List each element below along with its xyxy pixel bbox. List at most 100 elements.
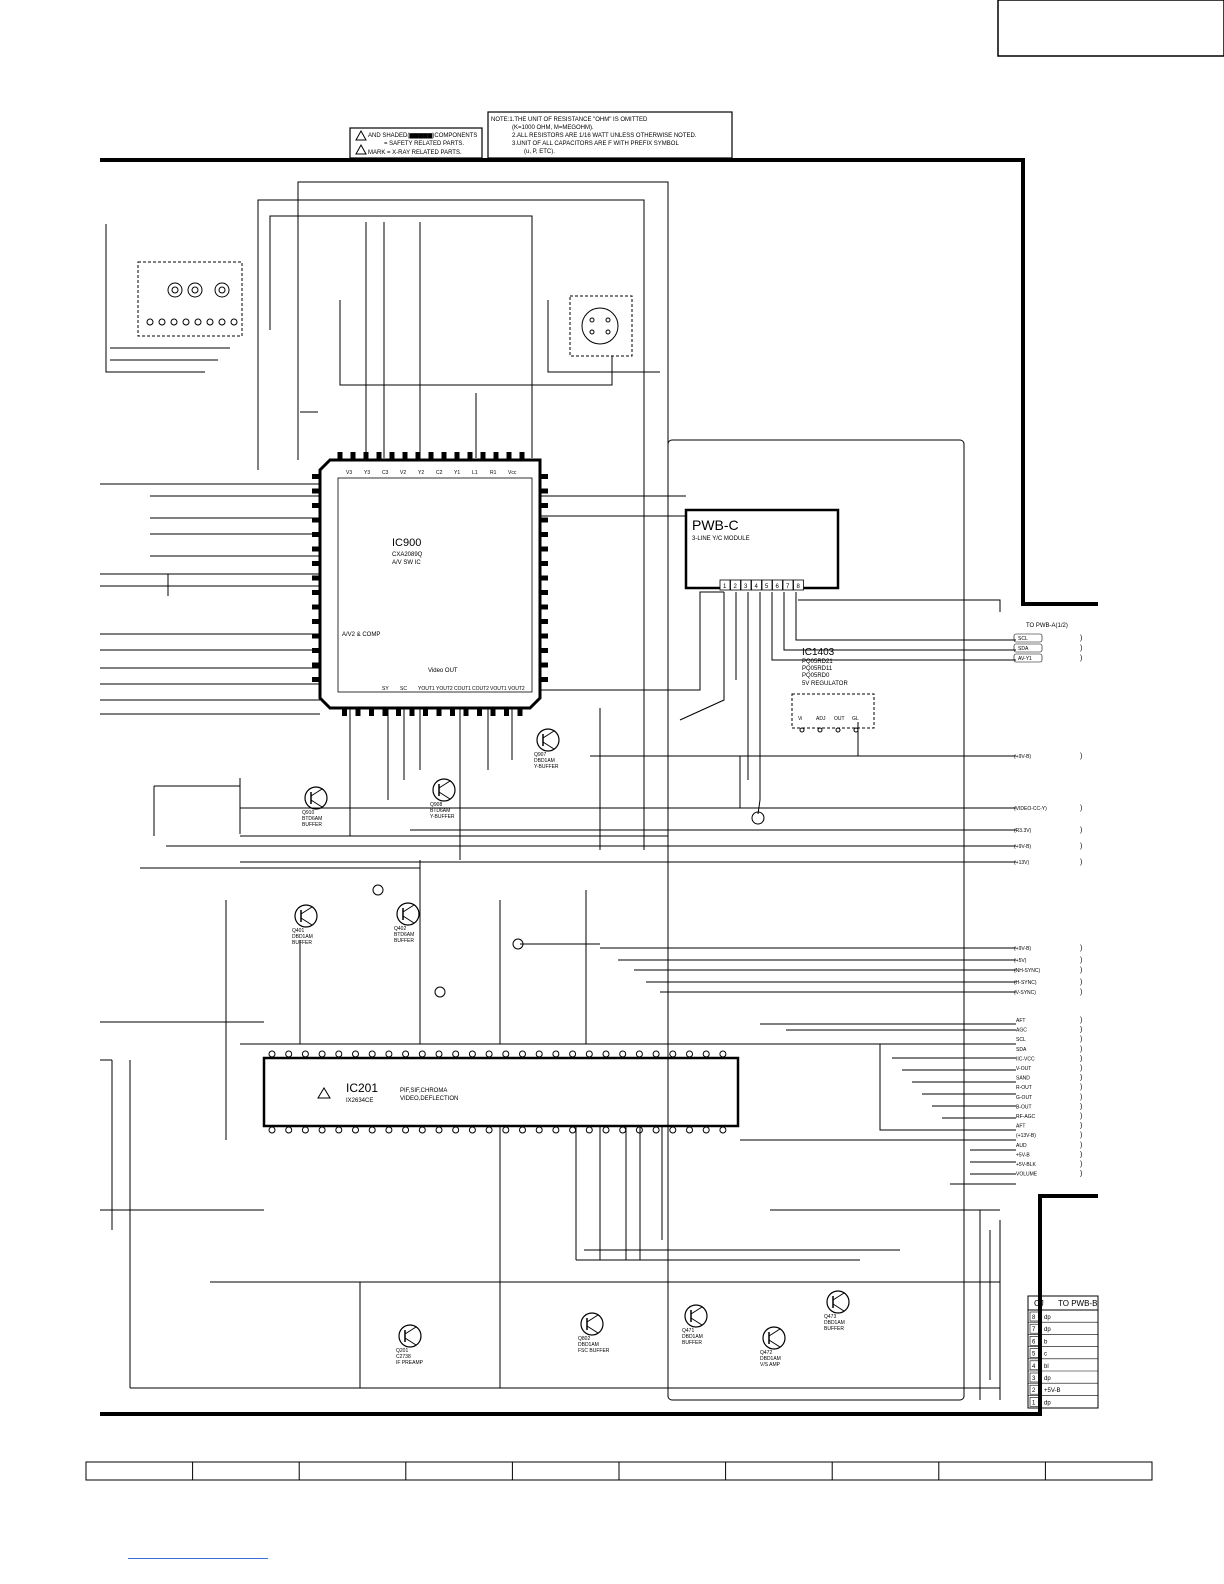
ic201-pin [686, 1050, 693, 1058]
ic201-pin [552, 1050, 560, 1058]
ic201-wiring [100, 947, 1016, 1400]
ic900-part: CXA2089Q [392, 552, 423, 558]
transistor-emitter [300, 917, 313, 926]
ic900-pin [540, 677, 548, 682]
schematic-border [100, 158, 1098, 1416]
transistor-emitter [438, 791, 451, 800]
connector-label: SCL [1016, 1037, 1026, 1043]
connector-arrow: ) [1080, 1171, 1082, 1178]
safety-note-box: AND SHADED(▆▆▆▆▆)COMPONENTS = SAFETY REL… [349, 127, 483, 159]
connector-label: AV-Y1 [1018, 656, 1032, 662]
connector-label: AGC [1016, 1028, 1027, 1034]
ic900-pin [540, 590, 548, 595]
connector-label: (H-SYNC) [1014, 980, 1037, 986]
ic201-pin [435, 1126, 443, 1134]
page-corner-box [997, 0, 1224, 57]
right-connectors: TO PWB-A(1/2) SCL)SDA)AV-Y1) (+9V-B))(+5… [1013, 623, 1082, 1178]
safety-note-line2: = SAFETY RELATED PARTS. [384, 141, 464, 147]
ic900-pin [409, 708, 415, 716]
ic900-pin-label: YOUT1 [418, 686, 435, 692]
transistor-role: BUFFER [292, 940, 312, 946]
ic201-pin [602, 1050, 610, 1058]
general-note-line5: (u, P, ETC). [524, 149, 555, 155]
ic900-pin [490, 708, 496, 716]
connector-arrow: ) [1080, 1151, 1082, 1158]
transistor-collector [310, 788, 323, 797]
connector-label: SCL [1018, 636, 1028, 642]
ic1403-line2: PQ05RD11 [802, 666, 833, 672]
connector-arrow: ) [1080, 945, 1082, 952]
ic201-pin [318, 1126, 326, 1134]
ic1403-pin [817, 727, 823, 733]
transistor-emitter [310, 799, 323, 808]
connector-arrow: ) [1080, 1132, 1082, 1139]
ic900-label-left: A/V2 & COMP [342, 632, 380, 638]
pwb-c-wiring [166, 592, 1016, 863]
transistor-ref: Q401 [292, 928, 304, 934]
ic900-pin-label: Vcc [508, 470, 517, 476]
transistor-part: BTD6AM [302, 816, 322, 822]
pwbc-pin-box [730, 579, 741, 591]
transistor-ref: Q471 [682, 1328, 694, 1334]
connector-label: RF-AGC [1016, 1114, 1036, 1120]
ic900-pin [312, 662, 320, 668]
ic201-pin [719, 1126, 727, 1134]
connector-label: (+13V-B) [1016, 1133, 1036, 1139]
connector-arrow: ) [1080, 1017, 1082, 1024]
transistor-part: DBD1AM [534, 758, 555, 764]
cj-pin-box [1029, 1311, 1040, 1322]
transistor-part: DBD1AM [292, 934, 313, 940]
ic201-pin [301, 1126, 309, 1134]
transistor-part: DBD1AM [824, 1320, 845, 1326]
pwbc-pin-number: 7 [786, 584, 790, 590]
pwbc-pin-number: 1 [723, 584, 727, 590]
ic201-function-line2: VIDEO,DEFLECTION [400, 1096, 458, 1102]
ic201-pin [385, 1126, 393, 1134]
cj-pin-name: bl [1044, 1364, 1049, 1370]
pwbc-pin-box [751, 579, 762, 591]
ic201-pin [335, 1126, 343, 1134]
general-note-line2: (K=1000 OHM, M=MEGOHM). [512, 125, 594, 131]
safety-note-line3: MARK = X-RAY RELATED PARTS. [368, 150, 462, 156]
ic201-pin [635, 1050, 643, 1058]
transistor-ref: Q802 [578, 1336, 590, 1342]
ic201-pin [368, 1050, 376, 1058]
transistor-collector [586, 1314, 599, 1323]
ic900-function: A/V SW IC [392, 560, 421, 566]
footer-table [85, 1461, 1153, 1481]
ic1403-pin-label: OUT [834, 716, 845, 722]
cj-pin-name: dp [1044, 1400, 1051, 1406]
pwb-c-title: PWB-C [692, 517, 739, 533]
pwbc-pin-box [719, 579, 731, 591]
transistor-collector [832, 1292, 845, 1301]
connector-arrow: ) [1080, 1142, 1082, 1149]
ic900-pin-label: Y1 [454, 470, 460, 476]
connector-arrow: ) [1080, 655, 1082, 662]
transistor-ref: Q907 [534, 752, 546, 758]
ic900-pin [467, 452, 473, 460]
ic201-pin [602, 1126, 610, 1134]
ic900-pin [477, 708, 482, 716]
ic900-pin-label: C2 [436, 470, 443, 476]
ic900-pin [493, 452, 499, 460]
ic201-pin [702, 1050, 710, 1058]
connector-arrow: ) [1080, 753, 1082, 760]
ic900-pin [415, 452, 421, 460]
ic201-part: IX2634CE [346, 1098, 373, 1104]
cj-pin-box [1029, 1336, 1040, 1346]
ic1403-pin-label: GL [852, 716, 859, 722]
transistor-symbol [580, 1312, 604, 1336]
cj-pin-number: 6 [1032, 1339, 1036, 1345]
ic201-pin [569, 1050, 577, 1058]
ic201-pin [285, 1126, 293, 1134]
ic900-pin [504, 708, 509, 716]
connector-label: (NH-SYNC) [1014, 968, 1040, 974]
ic900-pin-label: SC [400, 686, 407, 692]
ic900-pin [312, 488, 320, 494]
ic900-pin-label: SY [382, 686, 389, 692]
ic201-pin [352, 1050, 359, 1058]
ic201-pin [402, 1126, 410, 1134]
cj-pin-number: 8 [1032, 1315, 1036, 1321]
cj-pin-name: dp [1044, 1327, 1051, 1333]
pwbc-pin-number: 2 [734, 584, 738, 590]
